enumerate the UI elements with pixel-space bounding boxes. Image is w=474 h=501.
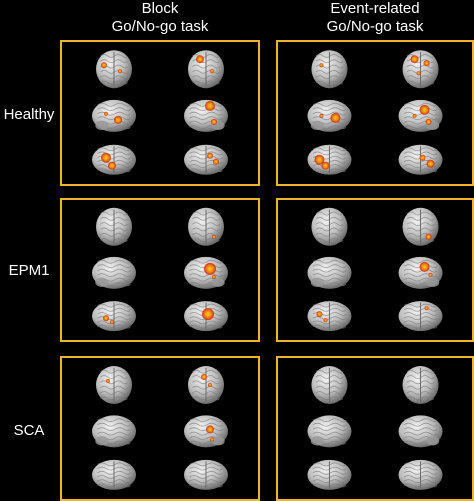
activation-blob: [210, 69, 214, 74]
activation-blob: [212, 274, 216, 279]
row-label-epm1: EPM1: [8, 262, 50, 279]
activation-blob: [410, 55, 419, 64]
activation-blob: [419, 154, 426, 161]
column-header-event-related: Event-related Go/No-go task: [276, 0, 474, 36]
brain-image: [96, 50, 132, 89]
activation-blob: [103, 315, 109, 322]
brain-image: [96, 366, 132, 404]
panel-epm1-event-related: [276, 198, 474, 342]
activation-blob: [423, 60, 430, 67]
brain-image: [398, 301, 443, 332]
activation-blob: [412, 113, 417, 118]
activation-blob: [196, 55, 204, 64]
brain-image: [92, 415, 136, 448]
activation-blob: [426, 159, 435, 168]
brain-image: [307, 144, 352, 175]
brain-image: [184, 256, 228, 289]
brain-image: [398, 144, 443, 175]
brain-image: [92, 459, 136, 490]
brain-image: [398, 415, 443, 448]
activation-blob: [314, 154, 325, 165]
activation-blob: [101, 62, 107, 69]
activation-blob: [210, 437, 214, 442]
activation-blob: [213, 158, 219, 165]
brain-image: [188, 50, 224, 89]
activation-blob: [419, 261, 430, 272]
brain-image: [307, 99, 352, 132]
activation-blob: [330, 112, 341, 123]
column-header-block-line1: Block: [141, 0, 179, 17]
brain-image: [188, 366, 224, 404]
column-header-block-line2: Go/No-go task: [111, 18, 209, 35]
activation-blob: [416, 71, 421, 76]
activation-blob: [118, 69, 122, 74]
brain-image: [96, 207, 132, 246]
column-header-event-related-line2: Go/No-go task: [326, 18, 424, 35]
activation-blob: [425, 118, 432, 125]
activation-blob: [201, 374, 207, 380]
row-label-sca: SCA: [13, 422, 45, 439]
activation-blob: [208, 383, 212, 387]
activation-blob: [319, 113, 324, 118]
panel-healthy-block: [60, 40, 260, 186]
activation-blob: [428, 272, 433, 277]
activation-blob: [108, 161, 116, 170]
brain-image: [92, 99, 136, 132]
brain-image: [184, 415, 228, 448]
column-header-event-related-line1: Event-related: [330, 0, 420, 17]
brain-image: [307, 256, 352, 289]
column-header-block: Block Go/No-go task: [60, 0, 260, 36]
brain-image: [188, 207, 224, 246]
brain-image: [307, 459, 352, 490]
activation-blob: [425, 233, 432, 240]
brain-image: [184, 99, 228, 132]
brain-image: [311, 50, 348, 89]
activation-blob: [202, 308, 214, 321]
activation-blob: [419, 104, 430, 115]
brain-image: [311, 366, 348, 404]
activation-blob: [321, 161, 330, 170]
panel-epm1-block: [60, 198, 260, 342]
row-label-healthy: Healthy: [3, 106, 55, 123]
activation-blob: [206, 425, 214, 434]
activation-blob: [205, 100, 215, 111]
brain-image: [307, 301, 352, 332]
brain-image: [398, 99, 443, 132]
brain-image: [402, 207, 439, 246]
brain-image: [307, 415, 352, 448]
activation-blob: [204, 262, 216, 275]
activation-blob: [106, 379, 110, 383]
activation-blob: [114, 115, 122, 124]
activation-blob: [104, 111, 108, 116]
panel-sca-block: [60, 356, 260, 501]
brain-image: [402, 366, 439, 404]
brain-image: [92, 256, 136, 289]
activation-blob: [316, 311, 323, 318]
brain-image: [398, 459, 443, 490]
brain-image: [92, 301, 136, 332]
brain-image: [184, 459, 228, 490]
activation-blob: [323, 318, 328, 323]
brain-image: [184, 301, 228, 332]
activation-blob: [424, 306, 429, 311]
activation-blob: [207, 152, 213, 159]
panel-sca-event-related: [276, 356, 474, 501]
brain-image: [398, 256, 443, 289]
panel-healthy-event-related: [276, 40, 474, 186]
brain-image: [184, 144, 228, 175]
activation-blob: [211, 118, 217, 125]
activation-blob: [110, 320, 114, 325]
activation-blob: [101, 152, 111, 163]
brain-image: [311, 207, 348, 246]
activation-blob: [319, 63, 324, 68]
brain-image: [402, 50, 439, 89]
activation-blob: [212, 234, 216, 239]
brain-image: [92, 144, 136, 175]
